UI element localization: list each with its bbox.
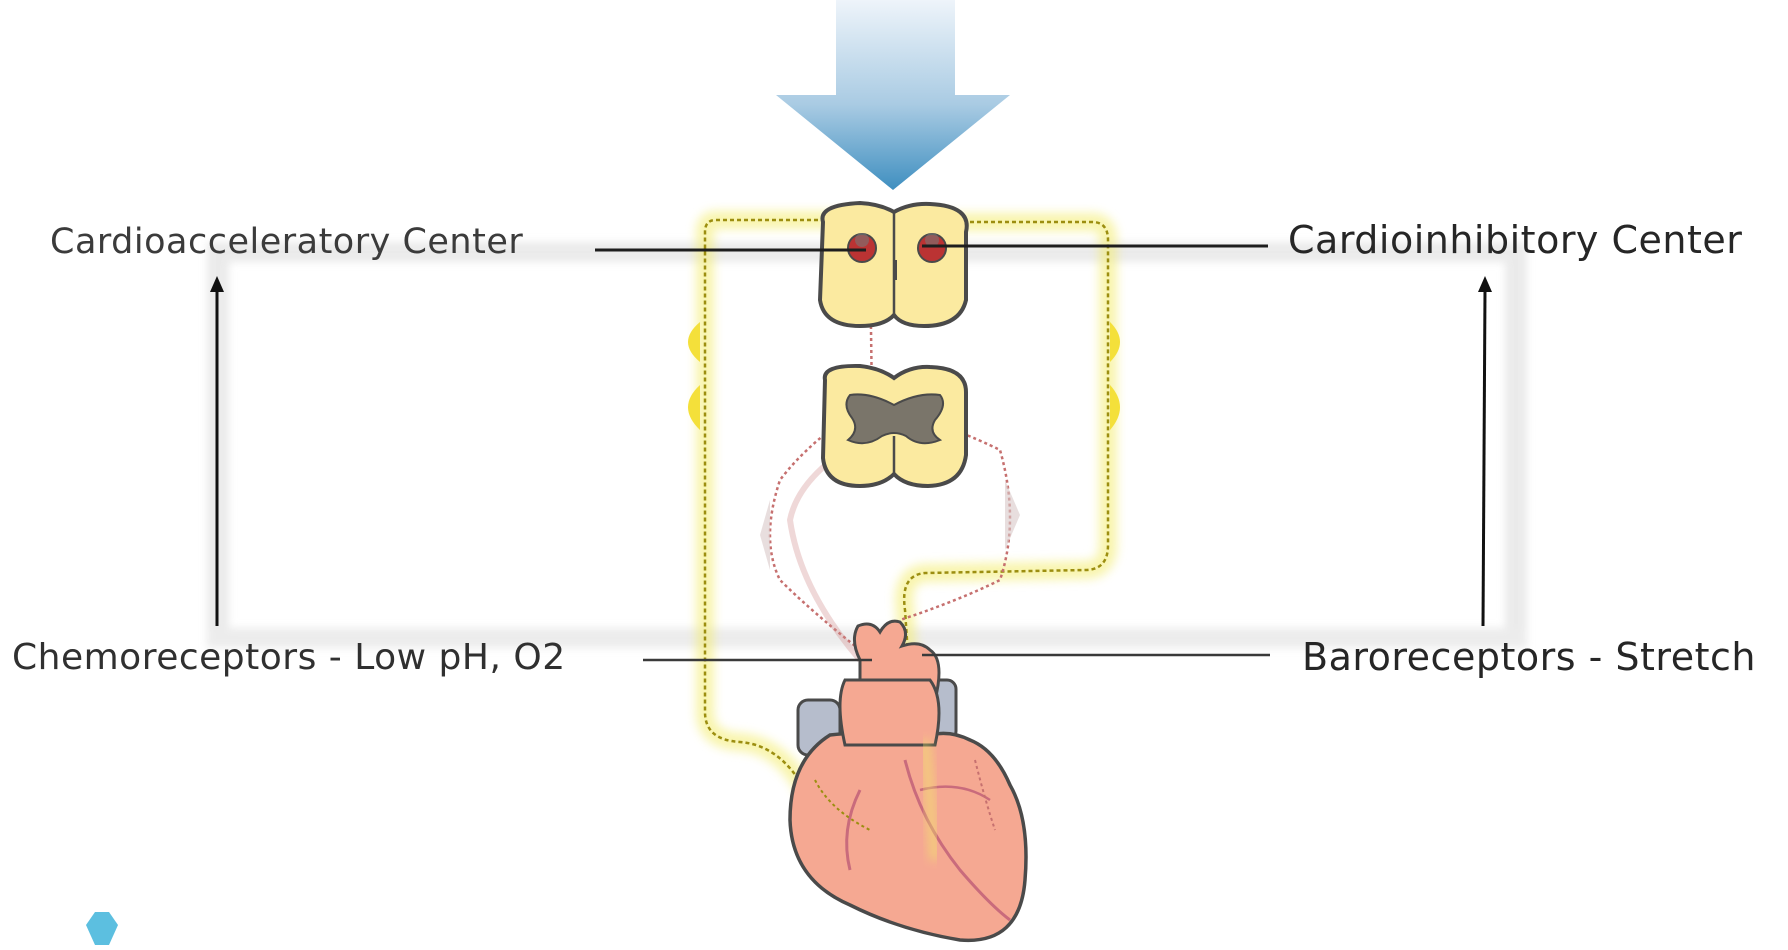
cardioinhibitory-center-label: Cardioinhibitory Center	[1288, 218, 1742, 262]
spinal-cord-icon	[820, 203, 967, 326]
hexagon-bullet-icon	[86, 912, 118, 945]
down-arrow-icon	[776, 0, 1010, 190]
cardioacceleratory-center-label: Cardioacceleratory Center	[50, 222, 523, 262]
spinal-cord-segment	[823, 366, 966, 486]
up-arrow-head-right	[1478, 276, 1492, 292]
heart-icon	[790, 621, 1026, 940]
chemoreceptors-label: Chemoreceptors - Low pH, O2	[12, 637, 566, 678]
baro-to-inhib-arrow	[1483, 290, 1485, 626]
baroreceptors-label: Baroreceptors - Stretch	[1302, 635, 1756, 679]
